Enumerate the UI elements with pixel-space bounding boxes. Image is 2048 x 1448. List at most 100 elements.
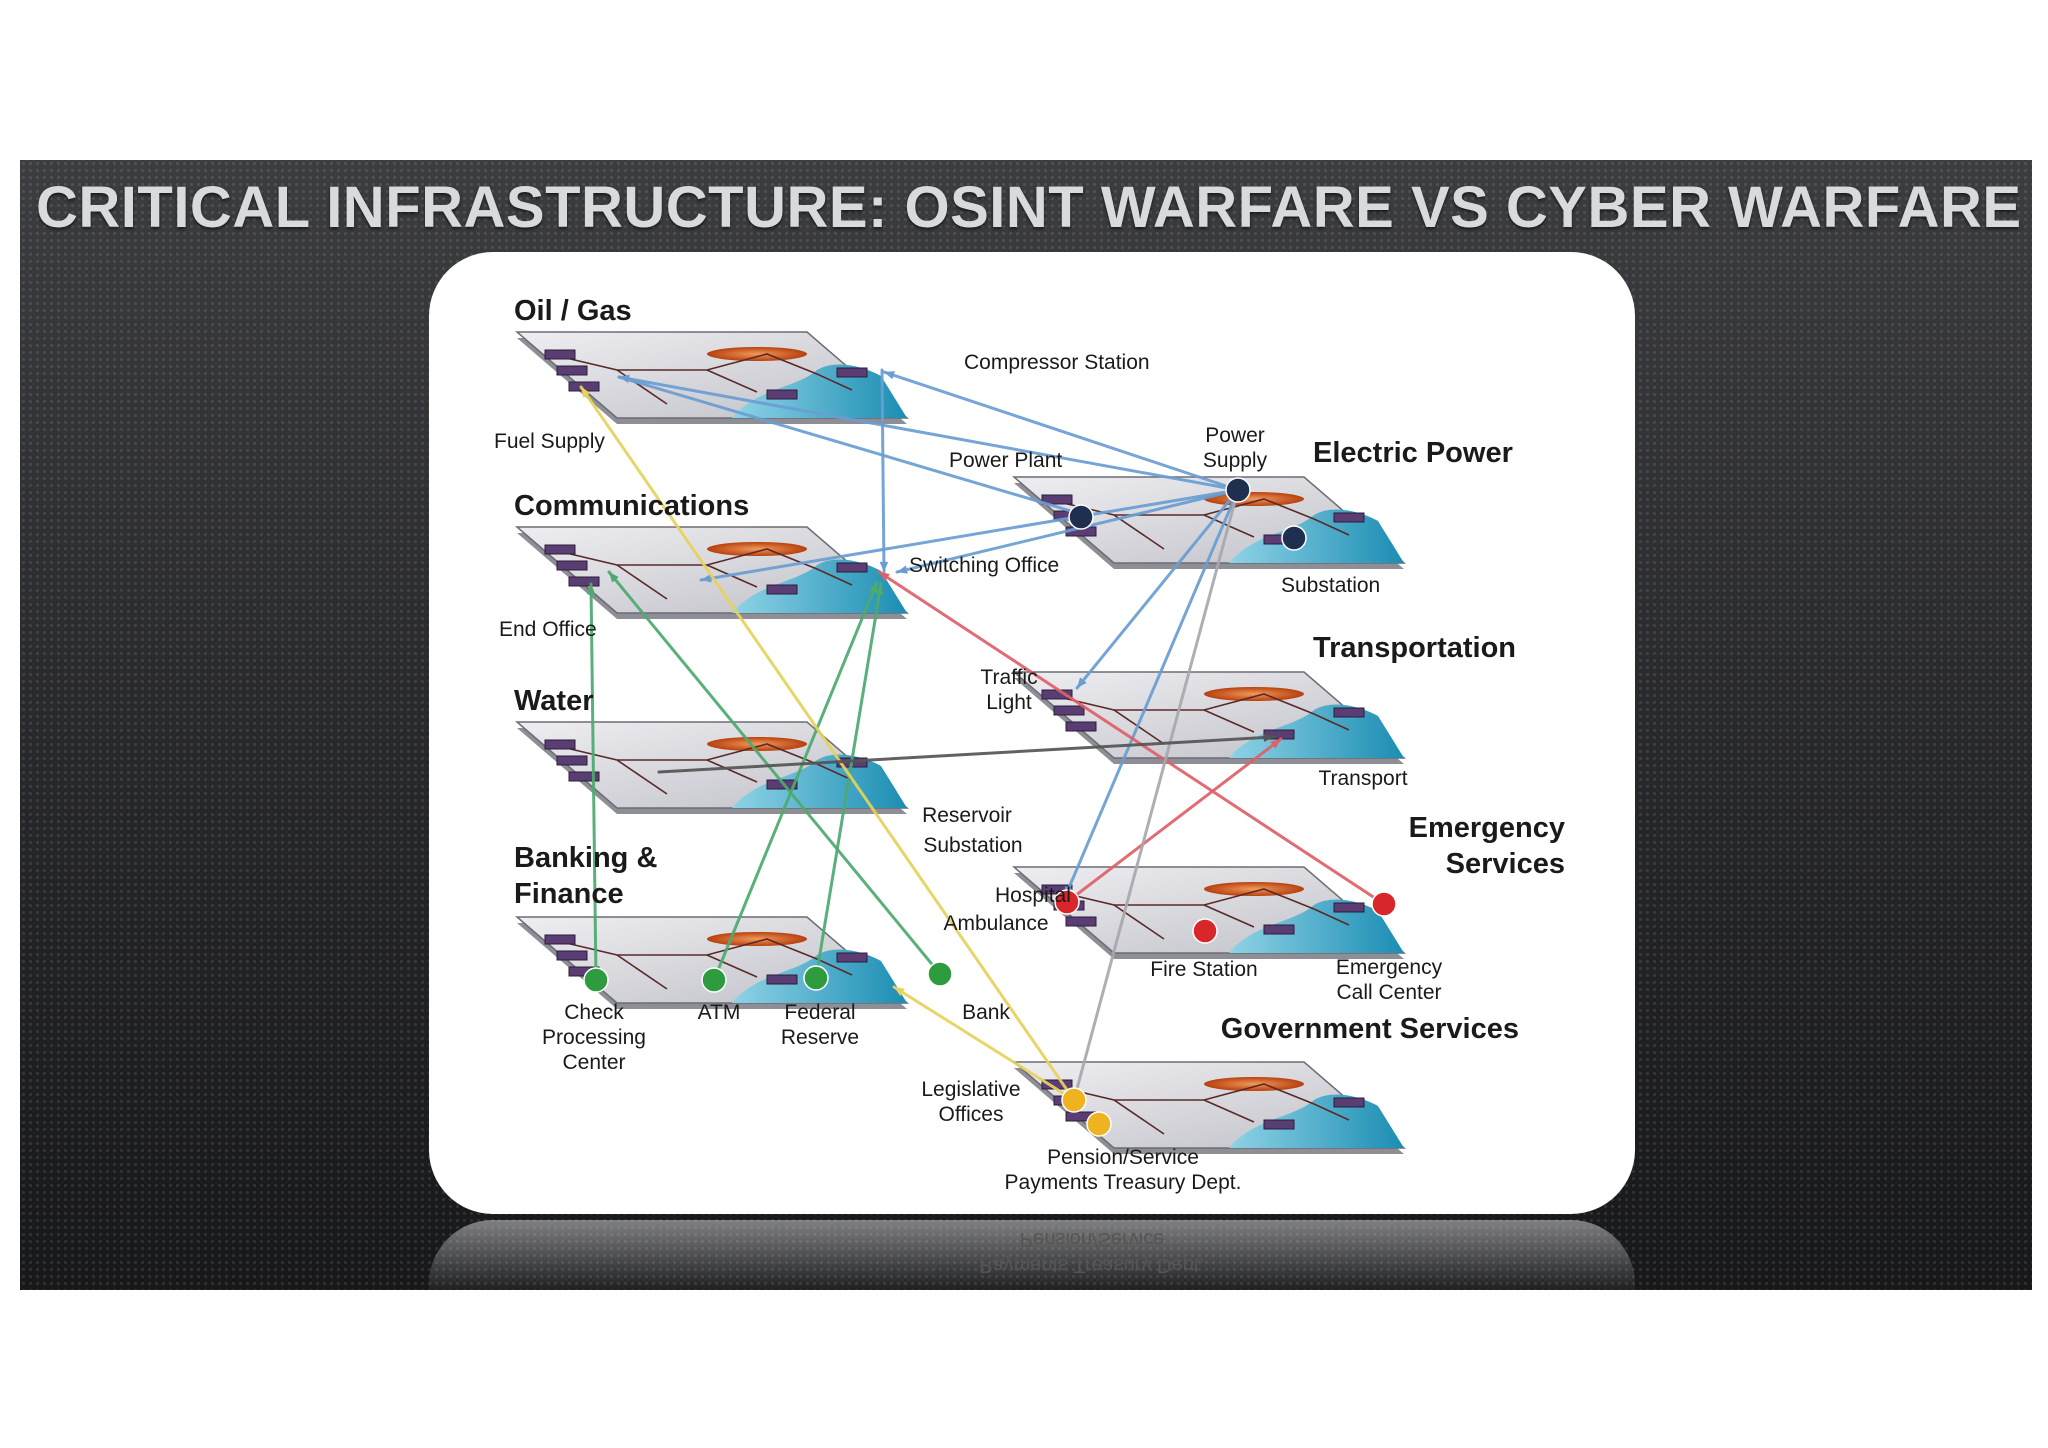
hospital-node: [1054, 889, 1080, 915]
plate-transportation: [1011, 671, 1407, 764]
power-plant-icon: [1263, 924, 1295, 935]
slide: CRITICAL INFRASTRUCTURE: OSINT WARFARE V…: [20, 160, 2032, 1290]
link-legislative-to-bank: [892, 985, 1076, 1102]
power-plant-icon: [556, 365, 588, 376]
label-power-plant: Power Plant: [949, 449, 1062, 472]
network-line: [1203, 904, 1255, 928]
link-legislative-to-fuel: [579, 385, 1076, 1102]
power-plant-icon: [568, 771, 600, 782]
power-plant-icon: [556, 560, 588, 571]
link-bank-to-end-office: [607, 570, 942, 976]
reflection-text: Payments Treasury Dept. Pension/Service: [979, 1228, 1205, 1276]
network-line: [1203, 1099, 1255, 1123]
slide-title: CRITICAL INFRASTRUCTURE: OSINT WARFARE V…: [36, 175, 2022, 240]
power-plant-icon: [1333, 512, 1365, 523]
power-plant-icon: [1041, 494, 1073, 505]
link-power-to-hospital: [1063, 488, 1240, 899]
water-icon: [1229, 1094, 1404, 1148]
tank-icon: [1204, 882, 1304, 896]
link-hospital-to-transport: [1065, 737, 1283, 904]
tank-icon: [707, 347, 807, 361]
power-supply-node: [1225, 477, 1251, 503]
link-arrowhead: [894, 987, 905, 997]
power-plant-icon: [1065, 916, 1097, 927]
power-plant-icon: [766, 584, 798, 595]
label-fire-station: Fire Station: [1150, 958, 1257, 981]
tank-icon: [707, 542, 807, 556]
link-check-to-end-office: [589, 582, 598, 982]
plate-oil-gas: [514, 331, 910, 424]
network-line: [1114, 498, 1350, 536]
network-line: [706, 369, 758, 393]
label-switching-office: Switching Office: [909, 554, 1059, 577]
bank-node: [927, 961, 953, 987]
link-arrowhead: [884, 371, 895, 380]
link-power-to-switching: [895, 488, 1240, 574]
layer-title-oil-gas: Oil / Gas: [514, 295, 632, 327]
link-arrowhead: [581, 387, 591, 398]
layer-title-government: Government Services: [1221, 1013, 1519, 1045]
link-arrowhead: [1263, 733, 1274, 742]
power-plant-icon: [556, 950, 588, 961]
label-compressor-station: Compressor Station: [964, 351, 1150, 374]
label-water-substation: Substation: [923, 834, 1022, 857]
power-plant-icon: [544, 544, 576, 555]
link-fuel-to-power-plant: [617, 375, 1083, 516]
link-compressor-to-switching: [880, 368, 886, 574]
power-plant-icon: [1053, 705, 1085, 716]
power-plant-icon: [544, 934, 576, 945]
substation-node: [1281, 525, 1307, 551]
power-plant-icon: [766, 389, 798, 400]
link-call-center-to-switching: [877, 570, 1386, 906]
power-plant-icon: [1333, 902, 1365, 913]
link-arrowhead: [1077, 677, 1087, 688]
power-plant-icon: [836, 562, 868, 573]
label-fuel-supply: Fuel Supply: [494, 430, 605, 453]
diagram-reflection: Payments Treasury Dept. Pension/Service: [429, 1220, 1635, 1290]
link-water-to-transport: [657, 735, 1276, 774]
network-line: [1114, 693, 1350, 731]
tank-icon: [1204, 687, 1304, 701]
layer-title-electric-power: Electric Power: [1313, 437, 1513, 469]
link-arrowhead: [879, 561, 889, 572]
power-plant-icon: [1333, 707, 1365, 718]
network-line: [617, 938, 853, 976]
power-plant-node: [1068, 504, 1094, 530]
network-line: [617, 548, 853, 586]
plate-emergency: [1011, 866, 1407, 959]
link-arrowhead: [1270, 739, 1281, 749]
label-reservoir: Reservoir: [922, 804, 1012, 827]
layer-title-banking: Banking &Finance: [514, 842, 657, 910]
link-arrowhead: [879, 572, 890, 582]
pension-treasury-node: [1086, 1111, 1112, 1137]
network-line: [1203, 709, 1255, 733]
tank-icon: [707, 737, 807, 751]
power-plant-icon: [836, 952, 868, 963]
link-legislative-to-power: [1072, 488, 1240, 1102]
layer-title-transportation: Transportation: [1313, 632, 1516, 664]
power-plant-icon: [836, 367, 868, 378]
link-arrowhead: [609, 572, 619, 583]
water-icon: [1229, 509, 1404, 563]
link-arrowhead: [869, 582, 878, 593]
link-power-to-traffic: [1075, 488, 1240, 690]
label-hospital: Hospital: [995, 884, 1071, 907]
label-ambulance: Ambulance: [943, 912, 1048, 935]
link-arrowhead: [875, 584, 884, 595]
legislative-offices-node: [1061, 1087, 1087, 1113]
link-fed-to-switching: [814, 582, 883, 980]
power-plant-icon: [1333, 1097, 1365, 1108]
tank-icon: [1204, 1077, 1304, 1091]
emergency-call-center-node: [1371, 891, 1397, 917]
plate-banking: [514, 916, 910, 1009]
network-line: [617, 743, 853, 781]
label-end-office: End Office: [499, 618, 597, 641]
